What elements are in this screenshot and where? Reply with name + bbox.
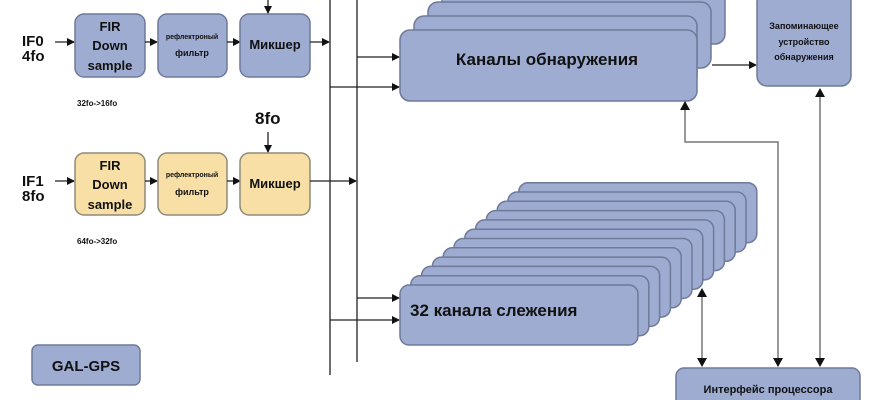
memory-text: Запоминающее: [769, 21, 838, 31]
if0-fir-block: [74, 13, 146, 78]
fir-text: FIR: [100, 158, 122, 173]
tracking-label: 32 канала слежения: [410, 301, 577, 320]
if1-mixer-block: [239, 152, 311, 216]
if0-chain: IF0 4fo FIR Down sample рефлектроный фил…: [22, 0, 330, 108]
detection-label: Каналы обнаружения: [456, 50, 638, 69]
detection-control-line: [684, 104, 779, 366]
fir-text: FIR: [100, 19, 122, 34]
if1-filter-block: [157, 152, 228, 216]
if0-mixer-block: [239, 13, 311, 78]
if1-fir-block: [74, 152, 146, 216]
fir-text: Down: [92, 177, 127, 192]
fir-text: sample: [88, 58, 133, 73]
cpu-interface-label: Интерфейс процессора: [704, 384, 834, 396]
badge-label: GAL-GPS: [52, 358, 120, 375]
mixer-text: Микшер: [249, 37, 300, 52]
if0-label: IF0: [22, 33, 44, 50]
mixer-text: Микшер: [249, 176, 300, 191]
filter-text: рефлектроный: [166, 171, 218, 179]
gal-gps-badge: [31, 344, 141, 386]
tracking-block: [399, 284, 639, 346]
detection-block: [399, 29, 698, 102]
if0-filter-block: [157, 13, 228, 78]
filter-text: фильтр: [175, 187, 209, 197]
if1-chain: 8fo IF1 8fo FIR Down sample рефлектроный…: [22, 109, 357, 246]
if1-label: IF1: [22, 173, 44, 190]
fir-text: sample: [88, 197, 133, 212]
cpu-interface-block: [675, 367, 861, 400]
memory-text: обнаружения: [774, 52, 833, 62]
if1-rate: 64fo->32fo: [77, 237, 117, 246]
if0-rate: 32fo->16fo: [77, 99, 117, 108]
if1-freq: 8fo: [22, 188, 45, 205]
lo-freq-label: 8fo: [255, 109, 281, 128]
filter-text: рефлектроный: [166, 33, 218, 41]
fir-text: Down: [92, 38, 127, 53]
tracking-channels: [399, 181, 758, 346]
memory-text: устройство: [778, 37, 830, 47]
filter-text: фильтр: [175, 48, 209, 58]
detection-channels: Каналы обнаружения: [399, 0, 726, 102]
if0-freq: 4fo: [22, 48, 45, 65]
detection-memory-block: [756, 0, 852, 87]
